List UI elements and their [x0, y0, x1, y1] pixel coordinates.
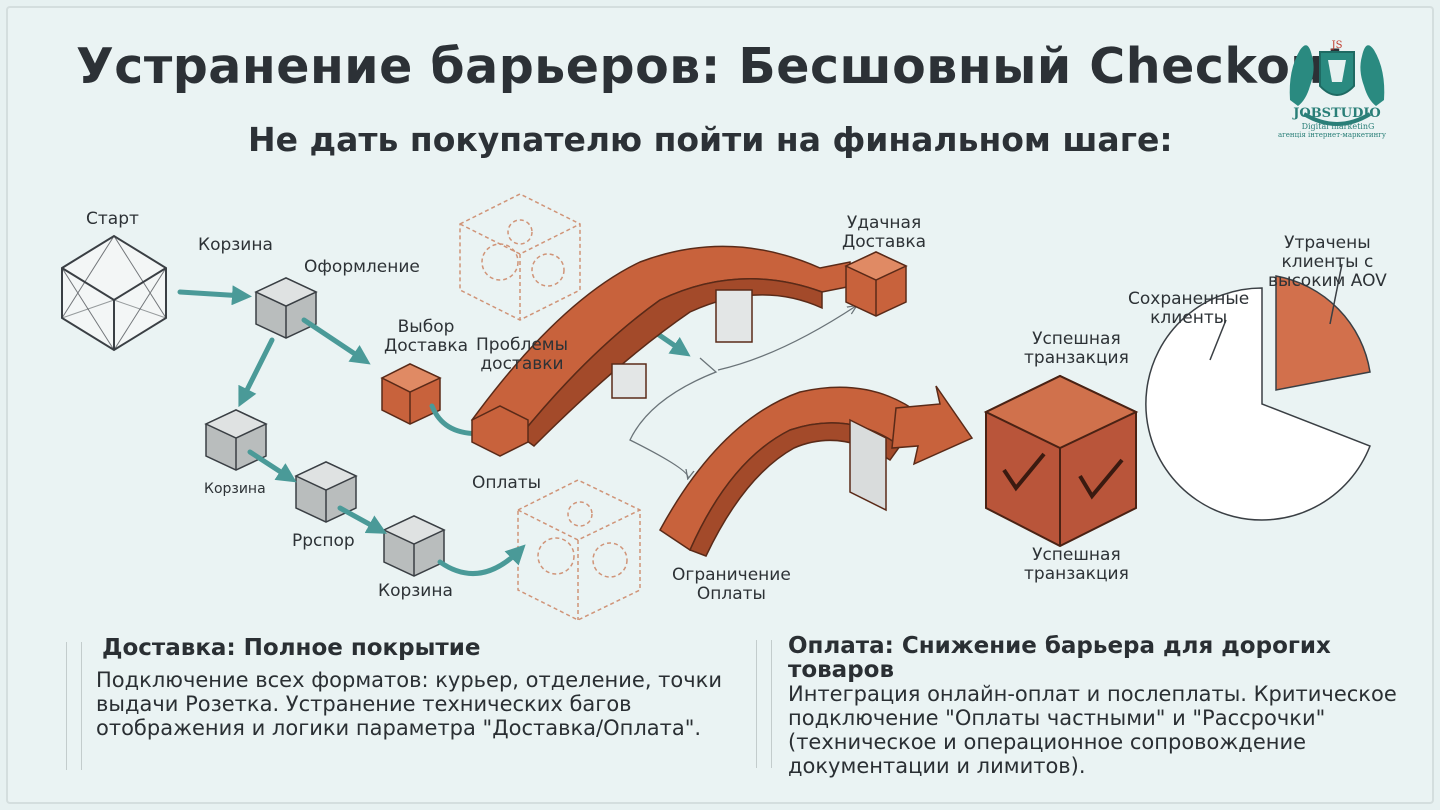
page-subtitle: Не дать покупателю пойти на финальном ша…	[248, 120, 1173, 159]
label-payments: Оплаты	[472, 473, 542, 493]
label-payment-limit: Ограничение Оплаты	[672, 565, 791, 604]
panel-divider-left	[66, 642, 82, 770]
delivery-panel-heading: Доставка: Полное покрытие	[102, 635, 481, 661]
logo-tagline-ua: агенція інтернет-маркетингу	[1277, 131, 1387, 139]
svg-text:JS: JS	[1331, 40, 1343, 51]
jobstudio-logo-icon: JS	[1289, 40, 1385, 126]
label-success-transaction-top: Успешная транзакция	[1024, 329, 1129, 368]
logo-name: JOBSTUDIO	[1293, 106, 1381, 121]
bridge-start-block	[471, 405, 529, 457]
panel-divider-right	[756, 640, 772, 768]
start-cube	[61, 234, 167, 352]
label-successful-delivery: Удачная Доставка	[842, 213, 927, 252]
payments-problem-cube	[517, 479, 641, 621]
label-checkout: Оформление	[304, 257, 420, 277]
delivery-panel-body: Подключение всех форматов: курьер, отдел…	[96, 668, 722, 740]
payment-panel-body: Интеграция онлайн-оплат и послеплаты. Кр…	[788, 682, 1397, 778]
success-transaction-crate	[983, 374, 1139, 548]
payment-bridge	[659, 385, 974, 557]
outline-arrows	[629, 306, 856, 478]
delivery-problems-cube	[459, 193, 581, 321]
page-title: Устранение барьеров: Бесшовный Checkout	[76, 38, 1350, 95]
cart-cube-3	[382, 515, 446, 577]
label-lost-clients: Утрачены клиенты с высоким AOV	[1268, 233, 1387, 291]
cart-cube-2	[204, 409, 268, 471]
successful-delivery-cube	[844, 251, 908, 317]
pie-chart	[1145, 263, 1371, 521]
label-start: Старт	[86, 209, 139, 229]
label-rrspor: Ррспор	[292, 531, 355, 551]
label-cart-2: Корзина	[204, 481, 266, 497]
label-success-transaction-bottom: Успешная транзакция	[1024, 545, 1129, 584]
label-retained-clients: Сохраненные клиенты	[1128, 289, 1250, 328]
label-delivery-problems: Проблемы доставки	[476, 335, 569, 374]
delivery-panel: Доставка: Полное покрытие Подключение вс…	[96, 636, 756, 740]
payment-panel-heading: Оплата: Снижение барьера для дорогих тов…	[788, 633, 1331, 683]
cart-cube-1	[254, 277, 318, 339]
label-cart-3: Корзина	[378, 581, 453, 601]
label-choose-delivery: Выбор Доставка	[384, 317, 469, 356]
payment-panel: Оплата: Снижение барьера для дорогих тов…	[788, 634, 1424, 778]
choose-delivery-cube	[380, 363, 442, 425]
logo-tagline: Digital marketinG	[1301, 122, 1375, 131]
label-cart-1: Корзина	[198, 235, 273, 255]
